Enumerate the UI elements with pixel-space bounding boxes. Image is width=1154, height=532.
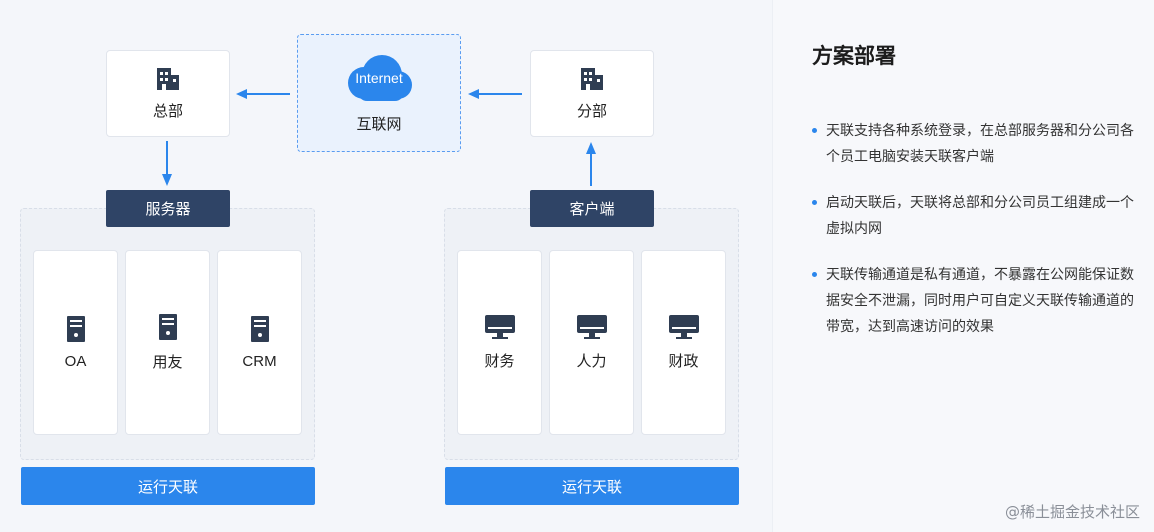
monitor-icon (576, 315, 607, 339)
monitor-icon (484, 315, 515, 339)
arrow-headquarters-to-server (162, 141, 172, 186)
server-item-label: CRM (242, 353, 277, 370)
arrow-branch-to-internet (468, 89, 522, 99)
headquarters-node: 总部 (106, 50, 230, 137)
bullet-dot (812, 200, 817, 205)
server-run-button[interactable]: 运行天联 (21, 467, 315, 505)
building-icon (157, 68, 179, 90)
building-icon (581, 68, 603, 90)
server-icon (66, 316, 85, 342)
arrow-internet-to-headquarters (236, 89, 290, 99)
bullet-item: 天联支持各种系统登录，在总部服务器和分公司各个员工电脑安装天联客户端 (812, 118, 1142, 170)
monitor-icon (668, 315, 699, 339)
bullet-item: 启动天联后，天联将总部和分公司员工组建成一个虚拟内网 (812, 190, 1142, 242)
server-icon (250, 316, 269, 342)
bullet-item: 天联传输通道是私有通道，不暴露在公网能保证数据安全不泄漏，同时用户可自定义天联传… (812, 262, 1142, 340)
panel-title: 方案部署 (812, 44, 896, 68)
branch-node: 分部 (530, 50, 654, 137)
server-item-yonyou: 用友 (125, 250, 210, 435)
server-icon (158, 314, 177, 340)
server-item-crm: CRM (217, 250, 302, 435)
cloud-icon: Internet (342, 53, 416, 103)
server-tab: 服务器 (106, 190, 230, 227)
server-item-oa: OA (33, 250, 118, 435)
client-item-hr: 人力 (549, 250, 634, 435)
client-item-fiscal: 财政 (641, 250, 726, 435)
internet-label: 互联网 (356, 114, 402, 133)
branch-label: 分部 (576, 102, 607, 120)
server-item-label: OA (64, 353, 87, 370)
bullet-dot (812, 128, 817, 133)
client-item-label: 财政 (668, 353, 699, 370)
headquarters-label: 总部 (152, 102, 183, 120)
internet-cloud-text: Internet (355, 69, 403, 86)
client-item-finance: 财务 (457, 250, 542, 435)
arrow-client-to-branch (586, 142, 596, 186)
description-panel (772, 0, 1154, 532)
bullet-text: 启动天联后，天联将总部和分公司员工组建成一个虚拟内网 (826, 195, 1134, 237)
server-item-label: 用友 (152, 354, 183, 371)
client-run-button[interactable]: 运行天联 (445, 467, 739, 505)
bullet-text: 天联支持各种系统登录，在总部服务器和分公司各个员工电脑安装天联客户端 (826, 123, 1134, 165)
bullet-dot (812, 272, 817, 277)
watermark: @稀土掘金技术社区 (1004, 503, 1140, 521)
internet-node: Internet 互联网 (297, 34, 461, 152)
client-tab: 客户端 (530, 190, 654, 227)
client-item-label: 人力 (576, 353, 607, 370)
bullet-text: 天联传输通道是私有通道，不暴露在公网能保证数据安全不泄漏，同时用户可自定义天联传… (826, 267, 1134, 335)
bullet-list: 天联支持各种系统登录，在总部服务器和分公司各个员工电脑安装天联客户端 启动天联后… (812, 118, 1142, 360)
client-item-label: 财务 (484, 353, 515, 370)
